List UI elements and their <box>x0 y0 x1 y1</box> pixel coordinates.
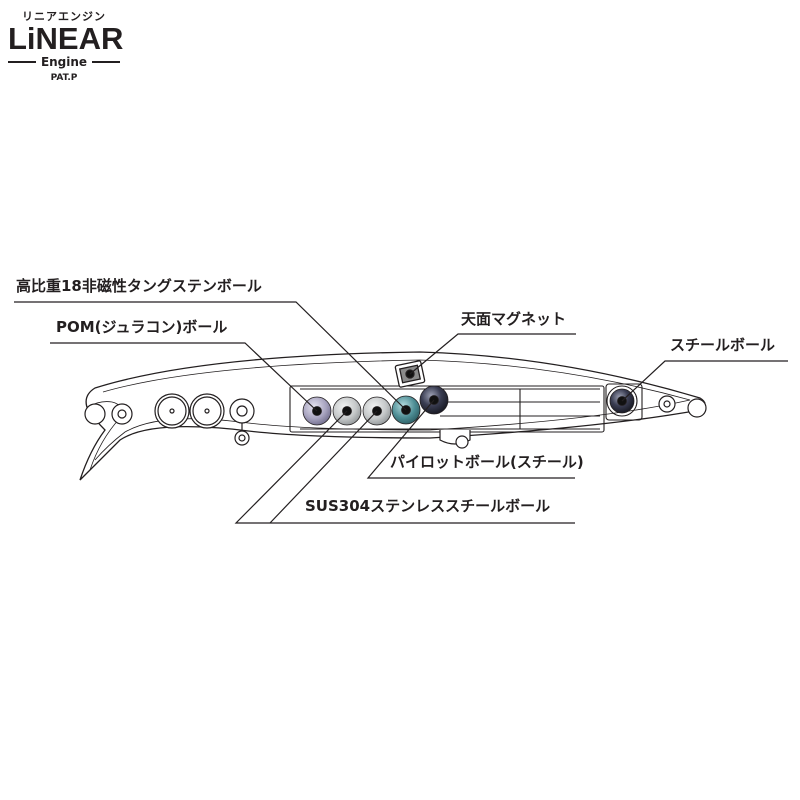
leader-tungsten <box>14 301 407 411</box>
leader-magnet <box>409 333 576 375</box>
leader-steel <box>621 360 788 402</box>
lure-weight-chambers <box>154 393 255 446</box>
label-pom-ball: POM(ジュラコン)ボール <box>56 318 228 336</box>
leader-lines <box>14 301 788 524</box>
lure-belly-hanger <box>439 430 471 449</box>
label-sus-ball: SUS304ステンレススチールボール <box>305 497 551 515</box>
balls <box>302 385 635 426</box>
leader-pilot <box>366 399 575 479</box>
label-top-magnet: 天面マグネット <box>461 310 567 328</box>
logo-engine-row: Engine <box>8 55 120 69</box>
logo-brand: LiNEAR <box>8 21 124 56</box>
logo-kana: リニアエンジン <box>22 10 106 23</box>
lure-tail-eyelet <box>658 395 707 418</box>
label-pilot-ball: パイロットボール(スチール) <box>390 453 584 471</box>
leader-pom <box>50 342 318 412</box>
logo-patent: PAT.P <box>50 73 78 83</box>
label-steel-ball: スチールボール <box>670 336 776 354</box>
linear-engine-logo: リニアエンジン LiNEAR Engine PAT.P <box>8 10 124 83</box>
logo-rule-right <box>92 61 120 63</box>
lure-nose-eyelet <box>84 403 133 425</box>
label-tungsten-ball: 高比重18非磁性タングステンボール <box>16 277 262 295</box>
leader-sus-2 <box>269 410 378 524</box>
logo-engine: Engine <box>40 55 88 69</box>
logo-rule-left <box>8 61 36 63</box>
leader-sus-1 <box>234 410 575 524</box>
